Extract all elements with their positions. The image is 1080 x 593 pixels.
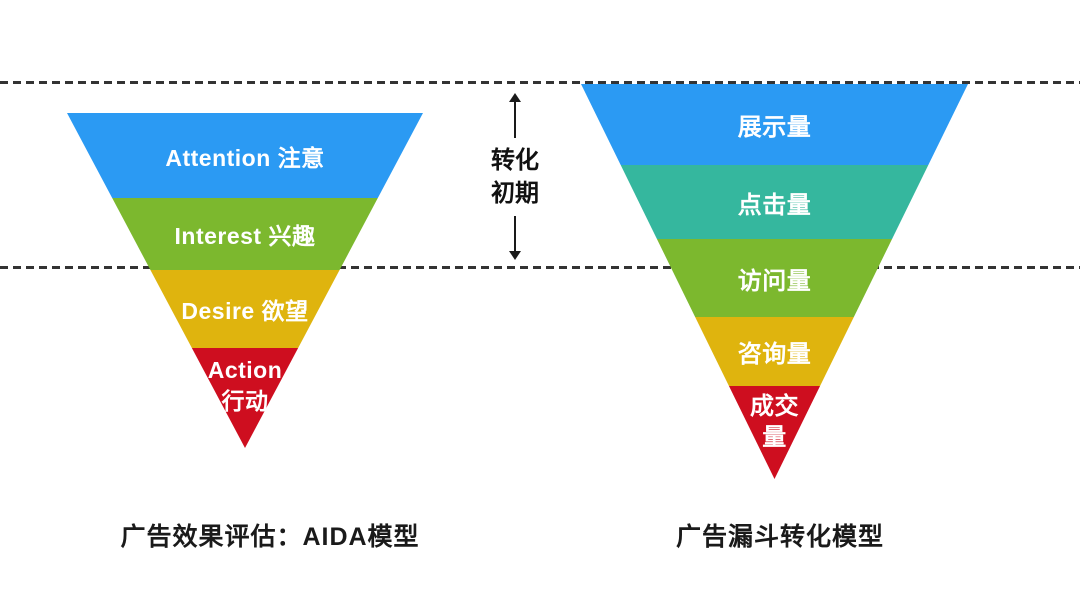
funnel-label-transactions-line2: 量 <box>762 424 787 451</box>
funnel-label-desire: Desire 欲望 <box>181 298 309 324</box>
conversion-phase-arrow: 转化 初期 <box>455 93 575 260</box>
funnel-label-inquiries: 咨询量 <box>737 341 812 368</box>
arrow-line-upper <box>514 102 516 138</box>
conversion-funnel: 展示量 点击量 访问量 咨询量 成交 量 <box>581 84 968 479</box>
conversion-phase-label: 转化 初期 <box>491 138 539 216</box>
funnel-label-transactions-line1: 成交 <box>750 393 799 420</box>
funnel-band-attention <box>67 113 423 198</box>
funnel-label-clicks: 点击量 <box>737 191 812 219</box>
conversion-funnel-labels: 展示量 点击量 访问量 咨询量 成交 量 <box>581 84 968 479</box>
funnel-band-impressions <box>581 84 968 165</box>
funnel-label-action: Action 行动 <box>67 348 423 448</box>
caption-aida-model: 广告效果评估：AIDA模型 <box>120 523 420 551</box>
dashed-reference-line-top <box>0 81 1080 84</box>
arrow-line-lower <box>514 215 516 251</box>
conversion-phase-label-line1: 转化 <box>491 146 539 174</box>
funnel-label-impressions: 展示量 <box>737 114 812 141</box>
funnel-label-action-line1: Action <box>207 357 283 383</box>
aida-funnel: Attention 注意 Interest 兴趣 Desire 欲望 Actio… <box>67 113 423 448</box>
aida-funnel-labels: Attention 注意 Interest 兴趣 Desire 欲望 Actio… <box>67 113 423 448</box>
funnel-label-attention: Attention 注意 <box>165 144 325 171</box>
arrowhead-up-icon <box>509 93 521 102</box>
funnel-label-visits: 访问量 <box>737 267 812 295</box>
funnel-label-action-line2: 行动 <box>221 388 269 414</box>
funnel-label-transactions: 成交 量 <box>581 386 968 479</box>
caption-conversion-model: 广告漏斗转化模型 <box>675 523 884 551</box>
funnel-label-interest: Interest 兴趣 <box>174 223 316 249</box>
conversion-phase-label-line2: 初期 <box>491 179 539 207</box>
dashed-reference-line-middle <box>0 266 1080 269</box>
arrowhead-down-icon <box>509 251 521 260</box>
